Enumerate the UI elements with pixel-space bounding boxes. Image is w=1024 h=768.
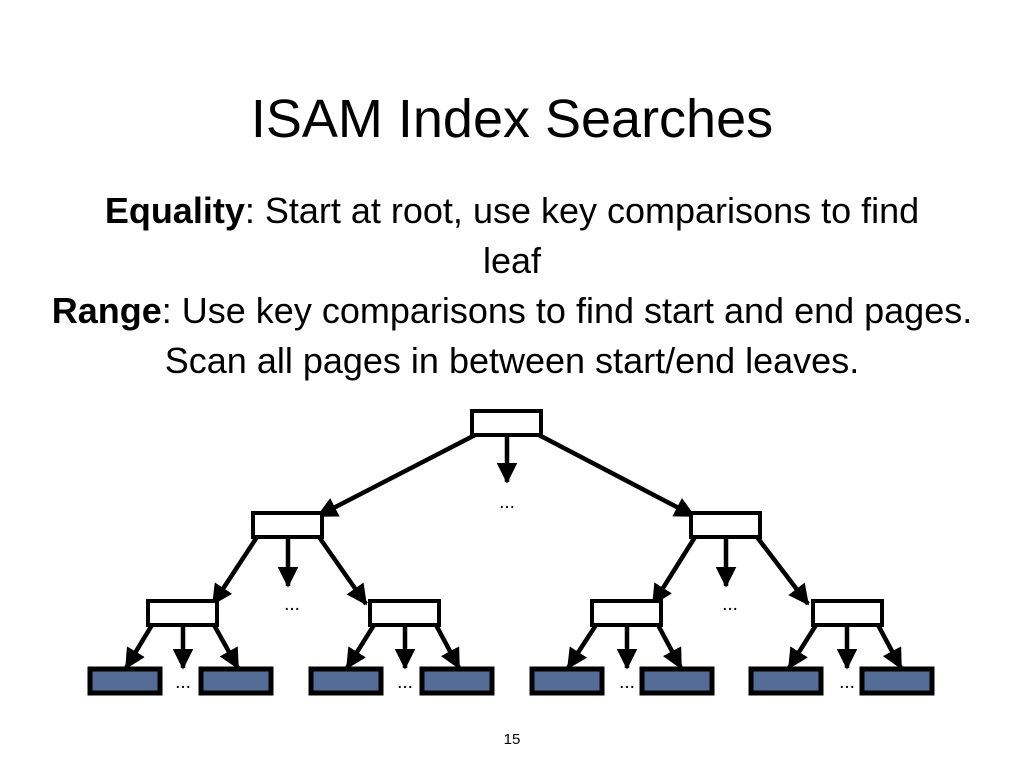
page-number: 15 [503,731,521,748]
index-node-level3-4[interactable] [811,599,884,627]
body-line-2-rest: leaf [482,240,542,281]
body-line-1-rest: : Start at root, use key comparisons to … [244,190,920,231]
body-line-1: Equality: Start at root, use key compari… [0,186,1024,236]
leaf-page-4[interactable] [419,666,495,696]
edge-index-left-to-child-2 [317,535,368,606]
edge-child-2-to-leaf-2 [434,623,461,670]
ellipsis-root-level: ... [499,492,515,513]
root-node[interactable] [470,409,543,437]
leaf-page-2[interactable] [198,666,274,696]
index-node-level3-3[interactable] [590,599,663,627]
leaf-page-3[interactable] [308,666,384,696]
edge-child-4-to-leaf-1 [787,623,818,670]
body-line-4: Scan all pages in between start/end leav… [0,336,1024,386]
leaf-page-6[interactable] [639,666,715,696]
page-title: ISAM Index Searches [250,89,774,149]
edge-child-2-to-leaf-1 [345,623,376,670]
edge-child-1-to-leaf-1 [124,623,154,670]
tree-edges-level2 [211,535,810,606]
body-line-2: leaf [0,236,1024,286]
edge-root-to-index-left [316,432,479,518]
index-node-level3-1[interactable] [146,599,219,627]
body-line-1-lead: Equality [104,190,245,231]
edge-child-4-to-leaf-2 [876,623,903,670]
tree-edges-root [316,432,696,518]
leaf-page-5[interactable] [529,666,605,696]
ellipsis-leaf-group-2: ... [397,672,413,693]
edge-child-3-to-leaf-1 [566,623,598,670]
ellipsis-level2-left: ... [284,594,300,615]
body-line-4-rest: Scan all pages in between start/end leav… [164,340,860,381]
ellipsis-leaf-group-1: ... [175,672,191,693]
edge-root-to-index-right [535,432,696,518]
ellipsis-level2-right: ... [722,594,738,615]
index-node-level2-right[interactable] [689,511,762,539]
ellipsis-group: ... ... ... ... ... ... ... [175,492,855,693]
edge-index-right-to-child-2 [755,535,810,606]
body-line-3: Range: Use key comparisons to find start… [0,286,1024,336]
edge-child-3-to-leaf-2 [656,623,683,670]
edge-index-right-to-child-1 [651,535,697,606]
edge-child-1-to-leaf-2 [212,623,240,670]
body-line-3-lead: Range [51,290,162,331]
body-text-block: Equality: Start at root, use key compari… [0,186,1024,386]
leaf-page-7[interactable] [748,666,824,696]
leaf-page-1[interactable] [87,666,163,696]
ellipsis-leaf-group-3: ... [619,672,635,693]
body-line-3-rest: : Use key comparisons to find start and … [161,290,973,331]
tree-edges-level3 [124,623,903,670]
ellipsis-leaf-group-4: ... [839,672,855,693]
edge-index-left-to-child-1 [211,535,259,606]
index-node-level2-left[interactable] [251,511,324,539]
leaf-page-8[interactable] [859,666,935,696]
index-node-level3-2[interactable] [368,599,441,627]
